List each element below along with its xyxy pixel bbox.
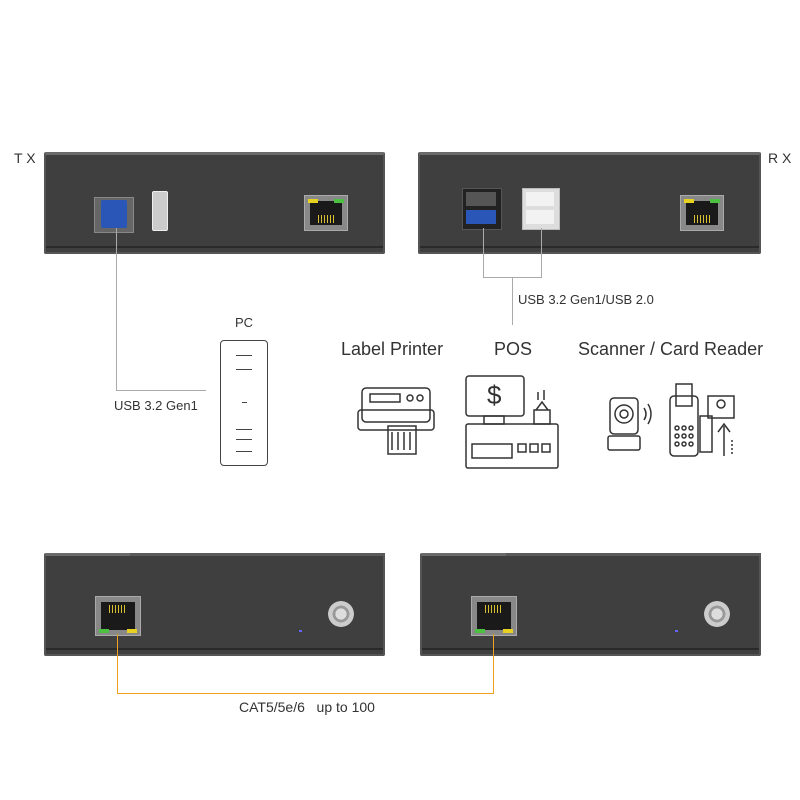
label-printer-icon [357, 387, 435, 455]
tx-label: T X [14, 150, 36, 166]
led-indicator [675, 630, 678, 632]
svg-text:$: $ [487, 380, 502, 410]
usb-a-port-3[interactable] [462, 188, 502, 230]
rx-back-panel [420, 553, 761, 656]
rj45-port[interactable] [680, 195, 724, 231]
pc-tower-icon [220, 340, 268, 466]
power-jack[interactable] [328, 601, 354, 627]
device-label-scanner: Scanner / Card Reader [578, 339, 764, 359]
scanner-card-reader-icon [607, 383, 735, 457]
usb-a-port[interactable] [152, 191, 168, 231]
rj45-port[interactable] [95, 596, 141, 636]
usb-a-port-2[interactable] [522, 188, 560, 230]
cable-label: CAT5/5e/6 up to 100 [239, 699, 375, 715]
rj45-port[interactable] [304, 195, 348, 231]
tx-usb-label: USB 3.2 Gen1 [114, 398, 198, 413]
usb-b-port[interactable] [94, 197, 134, 233]
rx-usb-label: USB 3.2 Gen1/USB 2.0 [518, 292, 654, 307]
cat-cable-line [117, 693, 494, 694]
rx-label: R X [768, 150, 792, 166]
pc-label: PC [235, 315, 254, 330]
rx-front-panel [418, 152, 761, 254]
rj45-port[interactable] [471, 596, 517, 636]
device-label-pos: POS [494, 339, 533, 359]
pos-terminal-icon: $ [465, 375, 559, 469]
tx-front-panel [44, 152, 385, 254]
tx-back-panel [44, 553, 385, 656]
power-jack[interactable] [704, 601, 730, 627]
led-indicator [299, 630, 302, 632]
device-label-printer: Label Printer [341, 339, 444, 359]
